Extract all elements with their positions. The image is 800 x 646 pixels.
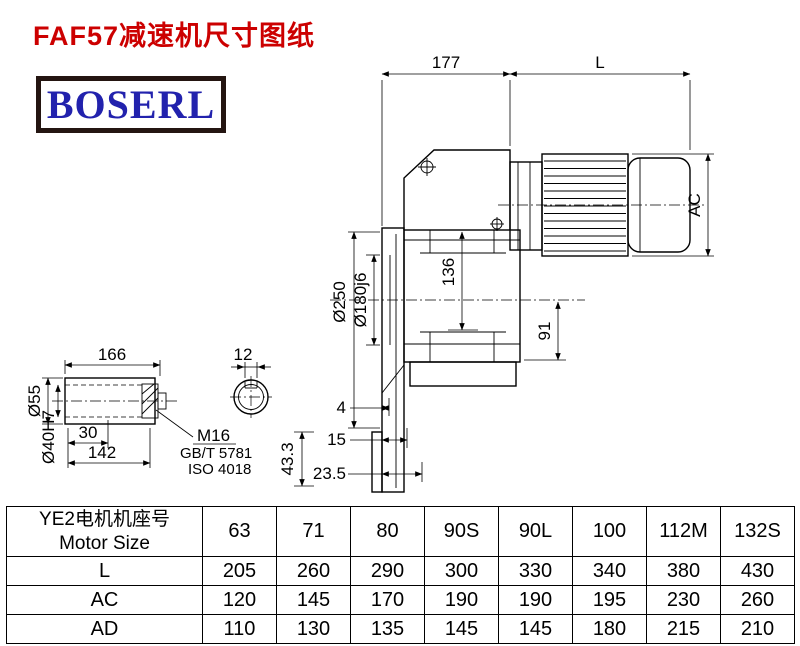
boserl-logo-text: BOSERL — [46, 82, 216, 127]
motor-size-cell: 132S — [720, 506, 795, 557]
value-cell: 210 — [720, 614, 795, 644]
value-cell: 215 — [646, 614, 721, 644]
motor-size-cell: 71 — [276, 506, 351, 557]
motor-size-cell: 63 — [202, 506, 277, 557]
value-cell: 145 — [424, 614, 499, 644]
value-cell: 135 — [350, 614, 425, 644]
motor-size-table: YE2电机机座号 Motor Size 63 71 80 90S 90L 100… — [6, 506, 795, 644]
value-cell: 145 — [276, 585, 351, 615]
dim-15-label: 15 — [327, 430, 346, 449]
value-cell: 230 — [646, 585, 721, 615]
dim-dia40-label: Ø40H7 — [39, 410, 58, 464]
value-cell: 170 — [350, 585, 425, 615]
dimension-lines-main — [348, 71, 714, 482]
dim-91-label: 91 — [535, 322, 554, 341]
dim-43_3-label: 43.3 — [278, 442, 297, 475]
dim-4-label: 4 — [337, 398, 346, 417]
dim-136-label: 136 — [439, 258, 458, 286]
value-cell: 120 — [202, 585, 277, 615]
dim-AC-label: AC — [685, 193, 704, 217]
motor-size-cell: 100 — [572, 506, 647, 557]
value-cell: 190 — [498, 585, 573, 615]
value-cell: 330 — [498, 556, 573, 586]
value-cell: 195 — [572, 585, 647, 615]
value-cell: 290 — [350, 556, 425, 586]
motor-adapter — [509, 161, 543, 251]
input-housing — [403, 149, 511, 230]
table-header-cn: YE2电机机座号 — [39, 508, 170, 530]
dim-23_5-label: 23.5 — [313, 464, 346, 483]
flange-foot — [371, 431, 383, 493]
value-cell: 430 — [720, 556, 795, 586]
dim-dia55-label: Ø55 — [25, 385, 44, 417]
motor-size-cell: 112M — [646, 506, 721, 557]
dimension-drawing: 177 L AC Ø250 Ø180j6 136 91 4 15 23.5 16… — [25, 53, 714, 493]
row-label-L: L — [6, 556, 203, 586]
dim-166-label: 166 — [98, 345, 126, 364]
table-row-AC: AC 120 145 170 190 190 195 230 260 — [6, 585, 795, 615]
dim-12-label: 12 — [234, 345, 253, 364]
value-cell: 380 — [646, 556, 721, 586]
dimension-labels: 177 L AC Ø250 Ø180j6 136 91 4 15 23.5 16… — [25, 53, 704, 483]
dim-177-label: 177 — [432, 53, 460, 72]
dimension-lines-shaft — [42, 360, 314, 487]
value-cell: 130 — [276, 614, 351, 644]
dim-dia250-label: Ø250 — [330, 281, 349, 323]
dim-L-label: L — [595, 53, 604, 72]
value-cell: 260 — [720, 585, 795, 615]
table-row-L: L 205 260 290 300 330 340 380 430 — [6, 556, 795, 586]
motor-size-cell: 90S — [424, 506, 499, 557]
value-cell: 110 — [202, 614, 277, 644]
dim-142-label: 142 — [88, 443, 116, 462]
table-header-motor-size: YE2电机机座号 Motor Size — [6, 506, 203, 557]
flange-plate — [381, 227, 405, 493]
retaining-bolt — [157, 392, 167, 410]
bolt-standard-label: GB/T 5781 — [180, 445, 252, 462]
centerlines — [52, 204, 705, 418]
page-title: FAF57减速机尺寸图纸 — [33, 21, 316, 51]
value-cell: 190 — [424, 585, 499, 615]
motor-fins — [544, 160, 626, 252]
motor-size-cell: 80 — [350, 506, 425, 557]
table-header-row: YE2电机机座号 Motor Size 63 71 80 90S 90L 100… — [6, 506, 795, 557]
shaft-end-view — [233, 379, 269, 415]
motor-size-cell: 90L — [498, 506, 573, 557]
value-cell: 205 — [202, 556, 277, 586]
dim-dia180-label: Ø180j6 — [351, 273, 370, 328]
row-label-AC: AC — [6, 585, 203, 615]
washer-standard-label: ISO 4018 — [188, 461, 251, 478]
value-cell: 180 — [572, 614, 647, 644]
value-cell: 300 — [424, 556, 499, 586]
table-row-AD: AD 110 130 135 145 145 180 215 210 — [6, 614, 795, 644]
boserl-logo: BOSERL — [36, 76, 226, 133]
table-header-en: Motor Size — [59, 532, 150, 554]
value-cell: 260 — [276, 556, 351, 586]
thread-m16-label: M16 — [197, 426, 230, 445]
output-shaft-detail — [64, 377, 269, 445]
gearbox-outline — [371, 149, 521, 493]
value-cell: 145 — [498, 614, 573, 644]
value-cell: 340 — [572, 556, 647, 586]
dim-30-label: 30 — [79, 423, 98, 442]
row-label-AD: AD — [6, 614, 203, 644]
